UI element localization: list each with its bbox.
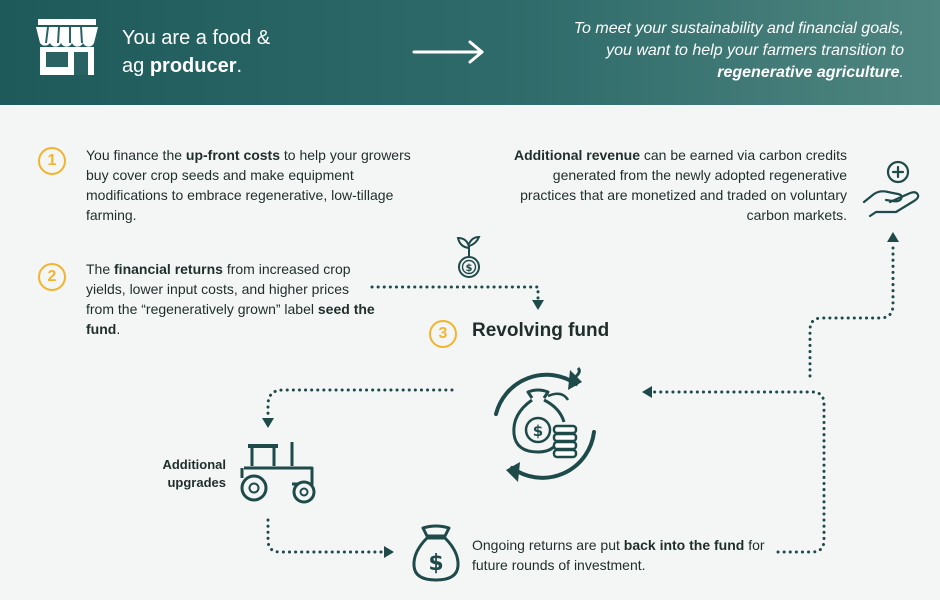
step-1-badge: 1 xyxy=(38,147,66,175)
revolving-fund-title: Revolving fund xyxy=(472,320,610,341)
header-left-line1: You are a food & xyxy=(122,27,271,49)
step-1-text-b: to help your growers buy cover crop seed… xyxy=(86,147,411,223)
flow-arrowhead-bag xyxy=(384,546,394,558)
step-1-bold: up-front costs xyxy=(185,147,281,163)
step-2-text: The financial returns from increased cro… xyxy=(86,259,376,339)
svg-text:$: $ xyxy=(428,551,443,576)
header-banner: You are a food & ag producer. To meet yo… xyxy=(0,0,940,105)
ongoing-text-a: Ongoing returns are put xyxy=(472,537,624,553)
header-right-text: To meet your sustainability and financia… xyxy=(544,18,904,84)
step-1-text-a: You finance the xyxy=(86,147,186,163)
step-2-text-b: from increased crop yields, lower input … xyxy=(86,261,351,317)
header-left-suffix: . xyxy=(236,55,243,77)
arrow-right-icon xyxy=(412,40,484,64)
svg-text:$: $ xyxy=(533,422,543,440)
header-right-suffix: . xyxy=(899,64,904,81)
step-2-text-c: . xyxy=(116,321,121,337)
ongoing-bold: back into the fund xyxy=(623,537,745,553)
flow-line-ongoing-out xyxy=(652,390,826,554)
flow-line-to-tractor xyxy=(266,388,454,420)
carbon-revenue-text: Additional revenue can be earned via car… xyxy=(500,145,847,225)
flow-arrowhead-carbon xyxy=(887,232,899,242)
header-left-text: You are a food & ag producer. xyxy=(122,24,322,80)
step-2-bold2: seed the fund xyxy=(86,301,375,337)
step-2-text-a: The xyxy=(86,261,115,277)
hand-plus-icon xyxy=(862,160,920,218)
ongoing-returns-text: Ongoing returns are put back into the fu… xyxy=(472,535,772,575)
flow-line-to-fund xyxy=(370,285,540,302)
header-right-line: To meet your sustainability and financia… xyxy=(573,20,904,59)
flow-line-to-bag xyxy=(266,518,386,554)
step-2-badge: 2 xyxy=(38,263,66,291)
header-left-bold: producer xyxy=(149,55,237,77)
revolving-fund-icon: $ xyxy=(494,366,596,482)
header-right-bold: regenerative agriculture xyxy=(717,64,900,81)
flow-line-to-carbon xyxy=(808,246,895,378)
carbon-bold: Additional revenue xyxy=(513,147,640,163)
flow-arrowhead-fund-right xyxy=(642,386,652,398)
tractor-icon xyxy=(240,442,316,504)
plant-coin-icon: $ xyxy=(456,235,481,278)
svg-text:$: $ xyxy=(466,263,473,274)
flow-arrowhead-tractor xyxy=(262,418,274,428)
shop-icon xyxy=(36,19,98,75)
carbon-text: can be earned via carbon credits generat… xyxy=(520,147,847,223)
flow-arrowhead-fund xyxy=(532,300,544,310)
header-left-line2: ag xyxy=(122,55,150,77)
step-3-badge: 3 xyxy=(429,320,457,348)
ongoing-text-b: for future rounds of investment. xyxy=(472,537,765,573)
money-bag-icon: $ xyxy=(412,524,460,582)
additional-upgrades-label: Additional upgrades xyxy=(162,457,226,490)
step-1-text: You finance the up-front costs to help y… xyxy=(86,145,416,225)
step-2-bold: financial returns xyxy=(114,261,223,277)
